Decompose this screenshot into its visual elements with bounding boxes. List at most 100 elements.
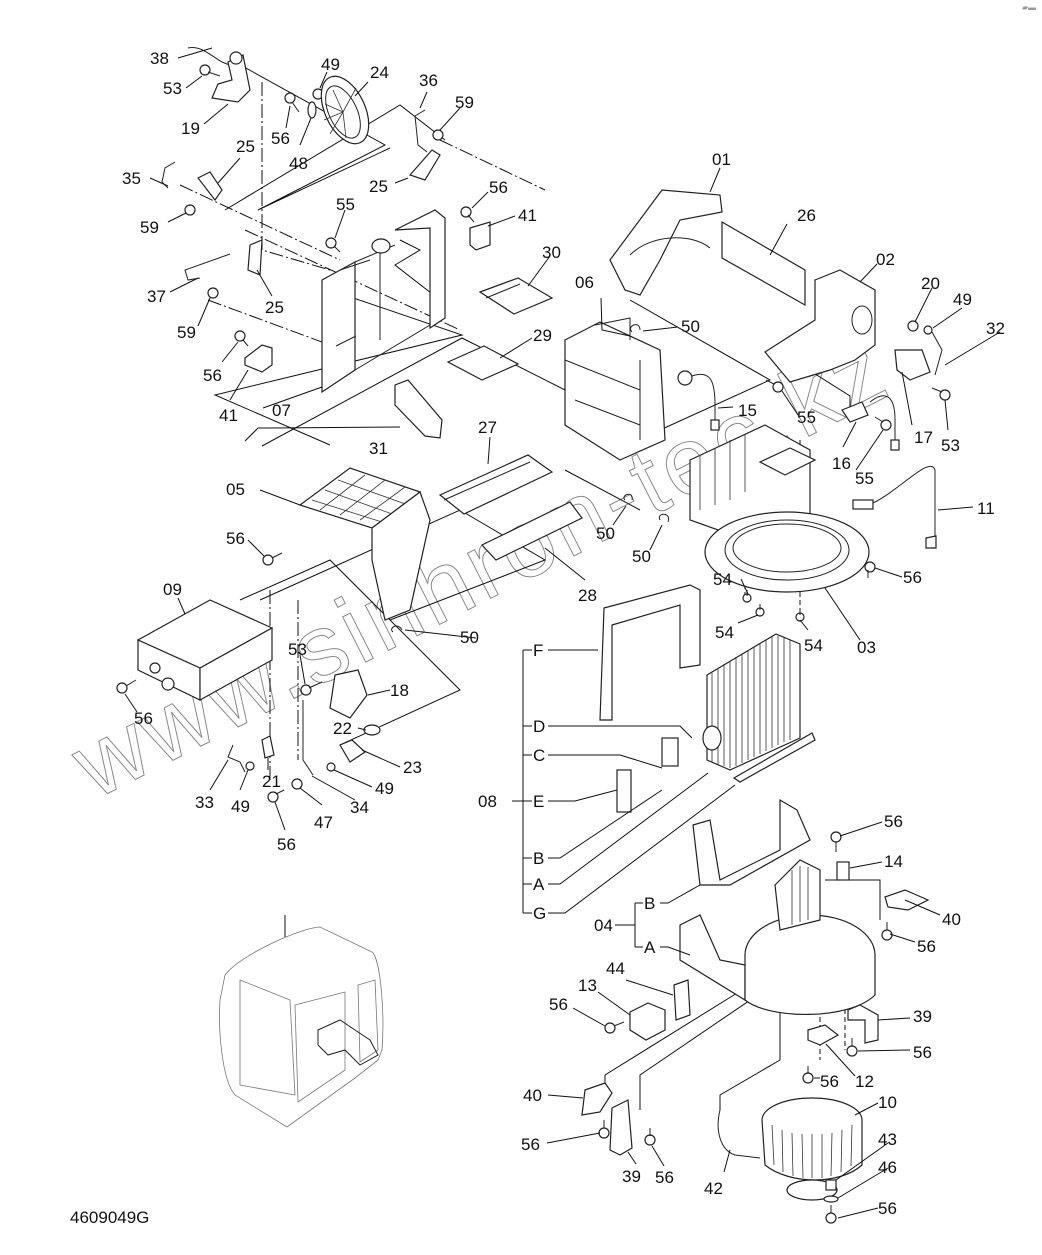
part-56-screw-d [262, 552, 283, 566]
part-36-rod [414, 109, 428, 153]
part-08-case-f [599, 584, 701, 721]
group-08-sub-b: B [533, 849, 544, 868]
callout-18: 18 [390, 681, 409, 700]
part-53-screw-a [199, 64, 221, 77]
part-56-screw-k [802, 1066, 814, 1084]
group-04-bracket: 04 B A [594, 884, 701, 957]
callout-33: 33 [195, 793, 214, 812]
callout-29: 29 [533, 326, 552, 345]
callout-56: 56 [203, 366, 222, 385]
part-54-screw-c [795, 609, 805, 622]
part-06-duct [564, 317, 666, 461]
callout-05: 05 [226, 480, 245, 499]
part-14-switch [836, 861, 850, 881]
part-12-resistor [807, 1024, 840, 1046]
group-08-sub-d: D [533, 717, 545, 736]
callout-34: 34 [350, 798, 369, 817]
part-09-heater-core [136, 599, 274, 702]
group-08-bracket: 08 F D C E B A G [478, 641, 736, 923]
part-25-lever-b [197, 171, 223, 202]
part-56-screw-l [825, 1205, 837, 1224]
part-56-screw-m [644, 1128, 656, 1146]
callout-46: 46 [878, 1158, 897, 1177]
callout-20: 20 [921, 274, 940, 293]
part-26-door [721, 220, 806, 307]
part-56-screw-o [604, 1021, 625, 1034]
part-56-screw-e [116, 679, 137, 694]
part-13-actuator [629, 1002, 666, 1041]
callout-56: 56 [549, 995, 568, 1014]
callout-54: 54 [713, 570, 732, 589]
drawing-number: 4609049G [70, 1208, 149, 1227]
part-53-screw-c [931, 387, 951, 401]
callout-27: 27 [478, 418, 497, 437]
callout-16: 16 [832, 454, 851, 473]
part-25-lever-c [247, 239, 263, 276]
callout-50: 50 [632, 547, 651, 566]
callout-53: 53 [941, 436, 960, 455]
group-04-label: 04 [594, 916, 613, 935]
part-29-door [446, 345, 520, 381]
part-38-lever [187, 46, 233, 67]
callout-28: 28 [578, 586, 597, 605]
part-05-grid [298, 467, 431, 621]
part-18-actuator [329, 669, 368, 719]
callout-56: 56 [878, 1199, 897, 1218]
part-40-bracket-b [581, 1082, 613, 1116]
callout-25: 25 [369, 177, 388, 196]
callout-35: 35 [122, 169, 141, 188]
callout-49: 49 [953, 290, 972, 309]
part-56-screw-f [267, 789, 285, 803]
group-08-label: 08 [478, 792, 497, 811]
part-23-link [339, 739, 366, 763]
callout-40: 40 [942, 910, 961, 929]
part-30-door [478, 277, 554, 315]
part-56-screw-h [830, 831, 842, 852]
part-56-screw-c [234, 330, 249, 347]
part-03-housing [689, 424, 870, 593]
part-43-nut [825, 1179, 837, 1191]
part-49-clip-b [245, 761, 255, 771]
part-08-expansion-valve [661, 737, 679, 767]
part-55-screw-b [765, 379, 784, 393]
callout-10: 10 [878, 1093, 897, 1112]
callout-56: 56 [521, 1135, 540, 1154]
callout-23: 23 [403, 758, 422, 777]
part-08-evaporator [702, 633, 801, 771]
part-07-frame [321, 209, 446, 394]
part-15-sensor [677, 370, 720, 431]
part-55-screw-c [874, 416, 892, 431]
callout-43: 43 [878, 1130, 897, 1149]
callout-50: 50 [596, 524, 615, 543]
callout-49: 49 [375, 779, 394, 798]
callout-24: 24 [370, 63, 389, 82]
callout-09: 09 [163, 580, 182, 599]
part-50-clip-a [630, 324, 641, 333]
part-56-screw-n [598, 1120, 610, 1139]
part-56-screw-i [881, 922, 893, 941]
part-20-lever [907, 320, 919, 332]
callout-21: 21 [262, 772, 281, 791]
group-08-sub-c: C [533, 746, 545, 765]
callout-38: 38 [150, 49, 169, 68]
part-55-screw-a [325, 237, 341, 253]
part-42-harness [717, 1109, 761, 1159]
group-08-sub-e: E [533, 792, 544, 811]
part-21-clip [261, 735, 275, 759]
group-04-sub-b: B [644, 894, 655, 913]
part-28-filter [481, 501, 583, 561]
group-08-sub-a: A [533, 875, 545, 894]
callout-02: 02 [876, 250, 895, 269]
part-25-lever-a [408, 149, 441, 181]
callout-55: 55 [797, 408, 816, 427]
callout-56: 56 [271, 129, 290, 148]
callout-labels: 38 53 19 49 24 56 48 36 59 25 35 59 25 5… [122, 49, 1005, 1218]
callout-31: 31 [369, 439, 388, 458]
part-04-cover-b [692, 798, 811, 886]
part-02-duct [764, 269, 876, 383]
group-08-sub-g: G [533, 904, 546, 923]
callout-56: 56 [655, 1168, 674, 1187]
callout-07: 07 [272, 401, 291, 420]
callout-37: 37 [147, 287, 166, 306]
